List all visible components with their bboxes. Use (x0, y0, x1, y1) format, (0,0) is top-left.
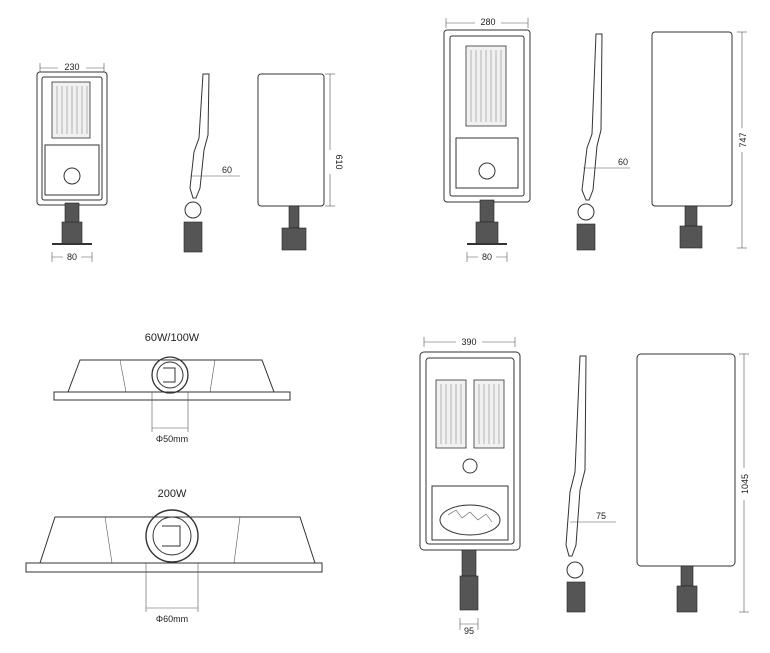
medium-back-view: 747 (651, 31, 748, 249)
large-pole-dimension: 95 (459, 618, 479, 636)
medium-height-label: 747 (738, 132, 748, 147)
small-front-view (36, 71, 108, 245)
large-width-label: 390 (461, 337, 476, 347)
fitting-top-diameter-label: Φ50mm (156, 434, 188, 444)
small-width-dimension: 230 (39, 61, 105, 72)
medium-light-group: 280 80 (443, 16, 748, 262)
large-light-group: 390 95 (419, 336, 750, 636)
fitting-bottom-title: 200W (158, 488, 187, 500)
small-height-label: 610 (334, 154, 344, 169)
medium-pole-dimension: 80 (466, 251, 508, 262)
small-back-view: 610 (257, 73, 344, 251)
small-pole-dimension: 80 (51, 251, 93, 262)
fitting-bottom-diameter-label: Φ60mm (156, 614, 188, 624)
small-light-group: 230 80 (36, 61, 344, 262)
medium-front-view (443, 29, 531, 245)
medium-pole-label: 80 (482, 252, 492, 262)
fitting-bottom-group: 200W Φ60mm (25, 488, 323, 624)
large-width-dimension: 390 (423, 336, 516, 347)
small-pole-label: 80 (67, 252, 77, 262)
fitting-top-group: 60W/100W Φ50mm (53, 332, 291, 444)
small-width-label: 230 (64, 62, 79, 72)
large-side-view: 75 (565, 355, 616, 613)
large-height-label: 1045 (740, 474, 750, 494)
medium-width-label: 280 (480, 17, 495, 27)
large-pole-label: 95 (464, 626, 474, 636)
small-side-view: 60 (183, 73, 240, 253)
medium-width-dimension: 280 (445, 16, 529, 28)
large-side-depth-label: 75 (596, 511, 606, 521)
fitting-top-title: 60W/100W (145, 332, 200, 344)
medium-side-depth-label: 60 (618, 157, 628, 167)
large-front-view (419, 351, 521, 611)
small-side-depth-label: 60 (222, 165, 232, 175)
medium-side-view: 60 (576, 33, 630, 251)
large-back-view: 1045 (636, 353, 750, 613)
